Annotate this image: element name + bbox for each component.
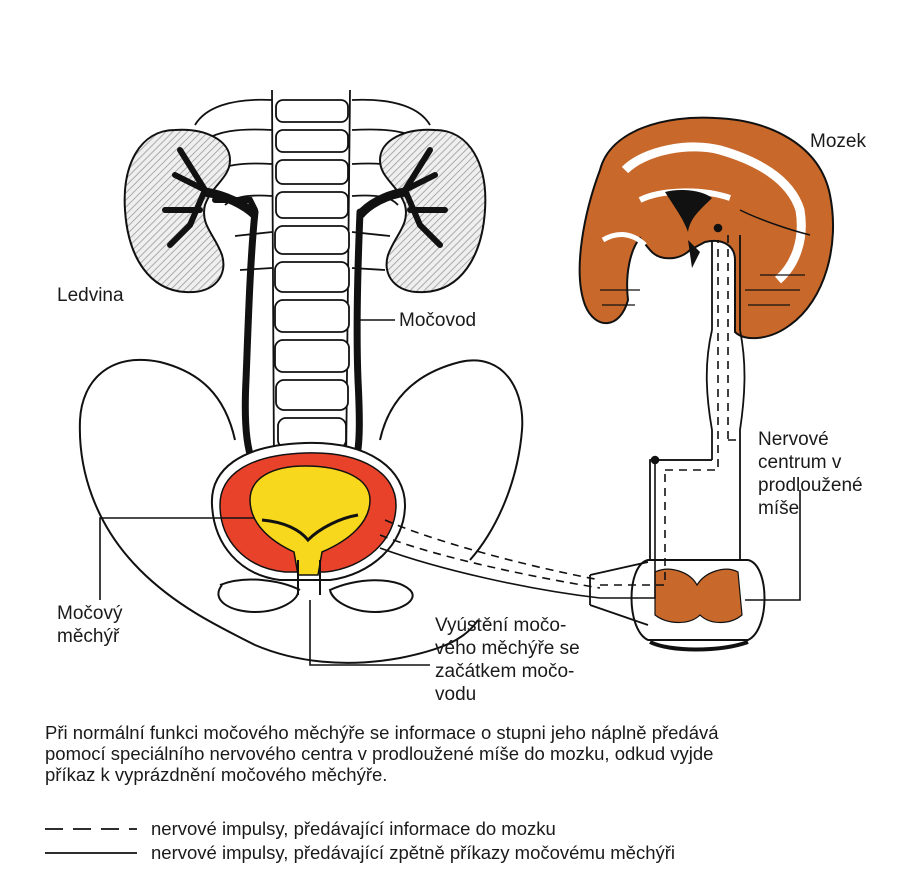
label-vyusteni: Vyústění močo- vého měchýře se začátkem … [435, 614, 580, 706]
bladder [212, 443, 405, 595]
legend-dashed: nervové impulsy, předávající informace d… [45, 818, 556, 840]
caption-line: příkaz k vyprázdnění močového měchýře. [45, 764, 875, 785]
caption-line: pomocí speciálního nervového centra v pr… [45, 743, 875, 764]
label-nervove-centrum: Nervové centrum v prodloužené míše [758, 428, 863, 520]
dashed-line-swatch [45, 824, 137, 834]
legend-solid: nervové impulsy, předávající zpětně přík… [45, 842, 675, 864]
label-mocovod: Močovod [399, 309, 476, 332]
legend-solid-text: nervové impulsy, předávající zpětně přík… [151, 842, 675, 864]
label-mocovy-mechyr: Močový měchýř [57, 602, 122, 648]
spinal-cord-section [590, 560, 765, 650]
right-kidney [360, 130, 485, 292]
label-mozek: Mozek [810, 130, 866, 153]
legend-dashed-text: nervové impulsy, předávající informace d… [151, 818, 556, 840]
label-ledvina: Ledvina [57, 284, 124, 307]
left-kidney [125, 130, 255, 292]
caption: Při normální funkci močového měchýře se … [45, 722, 875, 785]
caption-line: Při normální funkci močového měchýře se … [45, 722, 875, 743]
solid-line-swatch [45, 848, 137, 858]
